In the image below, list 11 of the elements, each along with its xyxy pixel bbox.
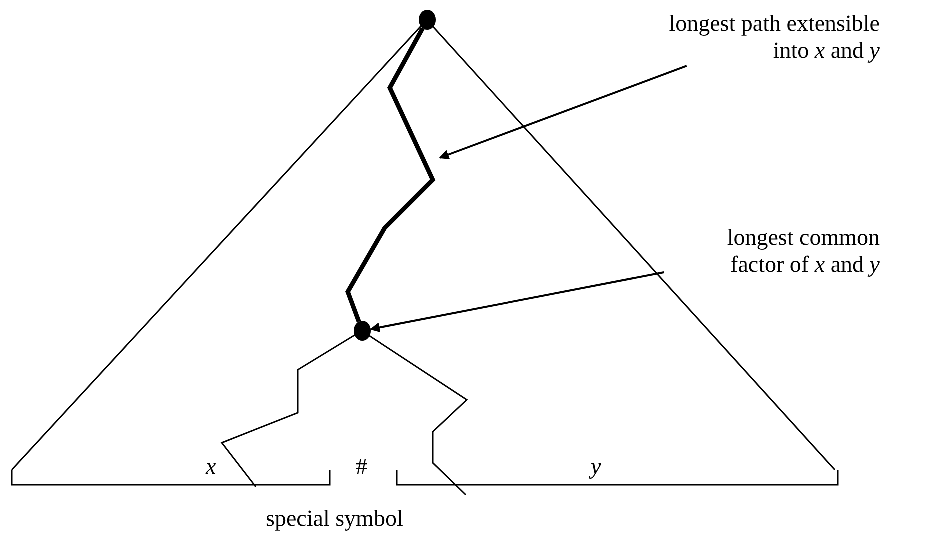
caption-text: special symbol — [266, 505, 404, 532]
separator-symbol: # — [356, 453, 368, 480]
node-dot — [354, 321, 371, 341]
string-label: x — [206, 453, 216, 480]
string-label: y — [591, 453, 602, 480]
arrow — [439, 65, 688, 160]
node-dot — [419, 10, 436, 30]
thick-path — [346, 27, 436, 323]
arrow — [370, 272, 664, 333]
annotation-text: longest common factor of x and y — [670, 224, 880, 278]
annotation-text: longest path extensible into x and y — [650, 10, 880, 64]
